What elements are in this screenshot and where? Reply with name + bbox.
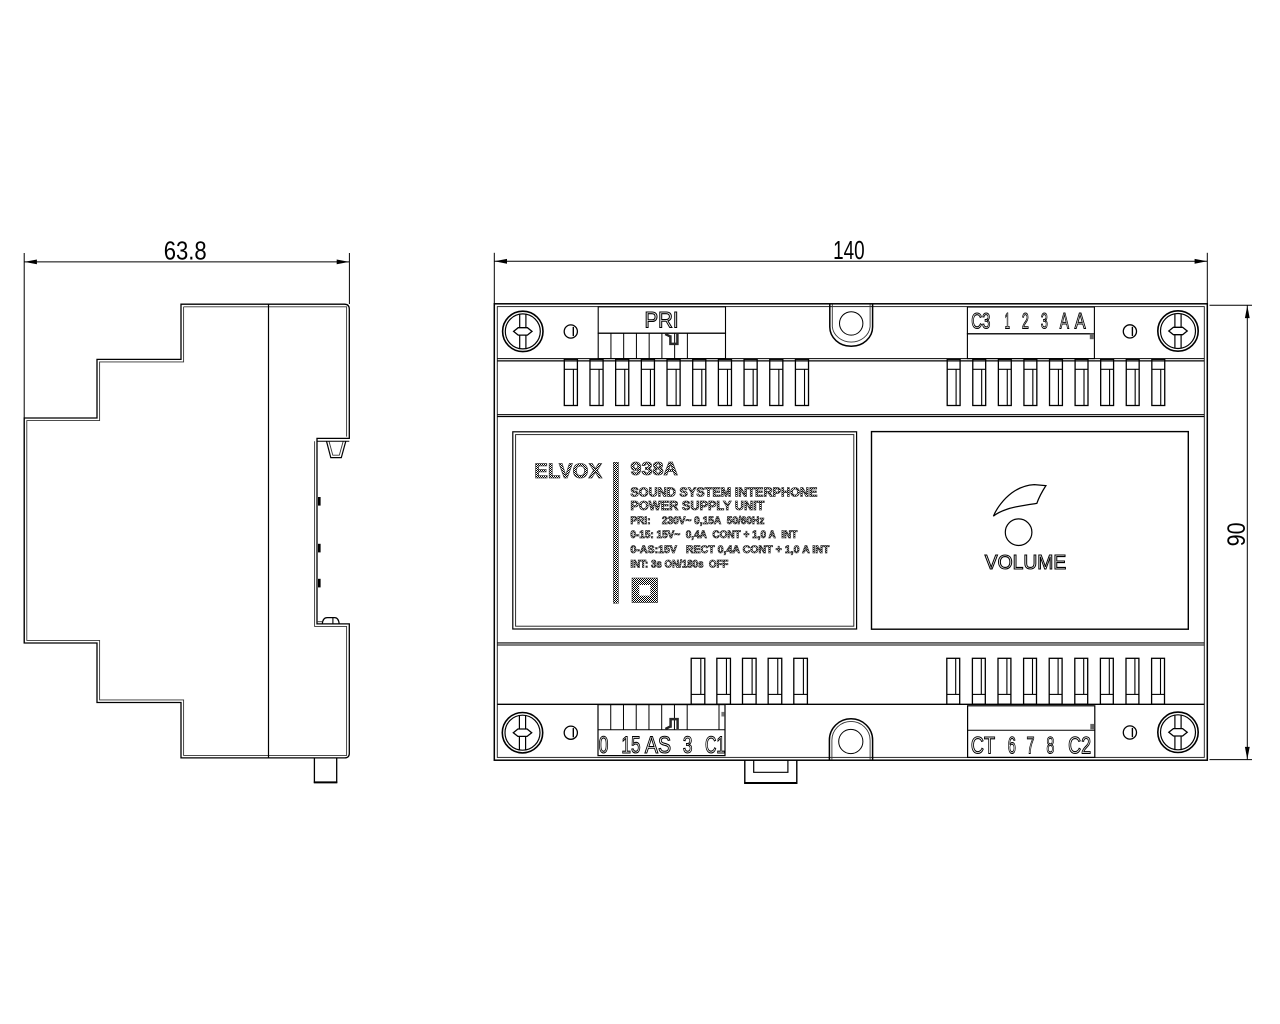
svg-text:6: 6 — [1008, 732, 1016, 759]
svg-text:CT: CT — [971, 732, 995, 759]
svg-text:A: A — [1075, 308, 1086, 333]
svg-text:90: 90 — [1223, 522, 1251, 546]
svg-text:PRI: PRI — [645, 307, 679, 332]
svg-text:140: 140 — [833, 237, 865, 265]
svg-text:3: 3 — [683, 732, 693, 759]
svg-text:8: 8 — [1046, 732, 1054, 759]
svg-text:7: 7 — [1027, 732, 1035, 759]
svg-text:2: 2 — [1022, 308, 1029, 333]
svg-text:3: 3 — [1041, 308, 1048, 333]
svg-text:INT: 3s ON/180s OFF: INT: 3s ON/180s OFF — [630, 559, 728, 571]
svg-text:A: A — [1060, 308, 1069, 333]
svg-text:C1: C1 — [705, 732, 725, 759]
svg-text:PRI: 230V~ 0,15A 50/60Hz: PRI: 230V~ 0,15A 50/60Hz — [630, 515, 764, 527]
svg-text:1: 1 — [1005, 308, 1010, 333]
svg-text:POWER SUPPLY UNIT: POWER SUPPLY UNIT — [630, 498, 764, 513]
svg-text:C3: C3 — [971, 308, 990, 333]
svg-text:938A: 938A — [630, 459, 678, 479]
svg-text:AS: AS — [645, 732, 671, 759]
svg-text:0-AS:15V RECT 0,4A CONT + 1,: 0-AS:15V RECT 0,4A CONT + 1,0 A INT — [630, 544, 830, 556]
svg-text:63.8: 63.8 — [164, 238, 207, 266]
svg-text:VOLUME: VOLUME — [985, 552, 1067, 574]
svg-text:SOUND SYSTEM INTERPHONE: SOUND SYSTEM INTERPHONE — [630, 485, 817, 500]
svg-text:0-15: 15V~ 0,4A CONT + 1,0 A: 0-15: 15V~ 0,4A CONT + 1,0 A INT — [630, 529, 797, 541]
svg-text:ELVOX: ELVOX — [534, 459, 603, 483]
svg-text:C2: C2 — [1068, 732, 1091, 759]
svg-text:15: 15 — [621, 732, 640, 759]
svg-text:0: 0 — [599, 732, 609, 759]
